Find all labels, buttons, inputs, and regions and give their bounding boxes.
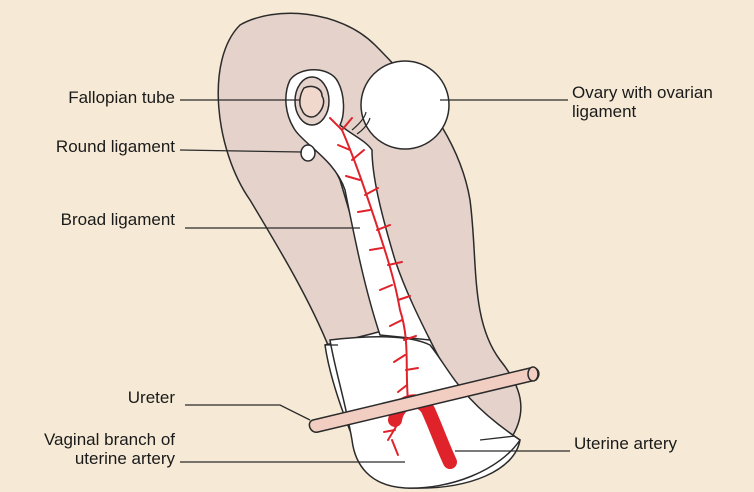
label-vaginal-branch-line2: uterine artery bbox=[0, 449, 175, 468]
label-fallopian-tube: Fallopian tube bbox=[10, 88, 175, 107]
label-ovary-line2: ligament bbox=[572, 102, 636, 121]
round-ligament-section bbox=[301, 145, 315, 161]
fallopian-tube-lumen bbox=[300, 86, 324, 117]
label-broad-ligament: Broad ligament bbox=[10, 210, 175, 229]
label-ureter: Ureter bbox=[10, 388, 175, 407]
label-ovary-line1: Ovary with ovarian bbox=[572, 83, 713, 102]
label-round-ligament: Round ligament bbox=[10, 137, 175, 156]
label-vaginal-branch-line1: Vaginal branch of bbox=[0, 430, 175, 449]
label-uterine-artery: Uterine artery bbox=[574, 434, 677, 453]
ovary bbox=[361, 61, 449, 149]
ureter-end bbox=[528, 367, 538, 381]
leader-ureter bbox=[185, 405, 310, 420]
